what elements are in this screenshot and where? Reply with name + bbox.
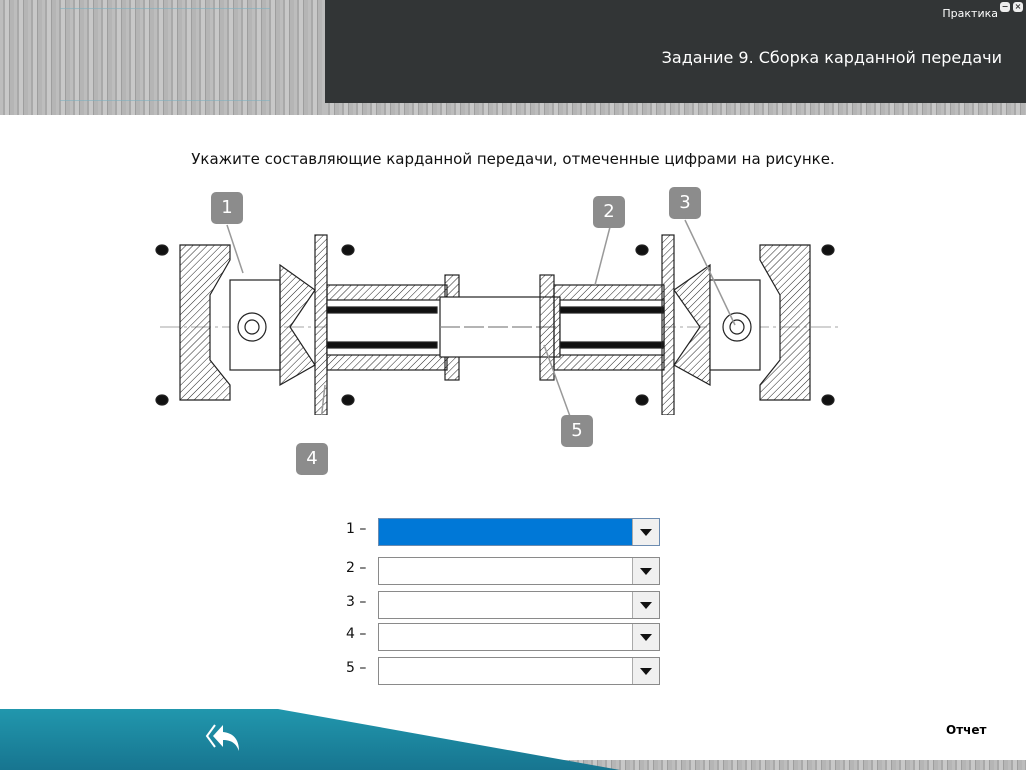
footer: Отчет [0,709,1026,770]
header-strip [325,103,1026,115]
answer-select-5[interactable] [378,657,660,685]
window-label: Практика [942,7,998,20]
close-icon[interactable]: × [1013,2,1023,12]
answer-select-1[interactable] [378,518,660,546]
page-title: Задание 9. Сборка карданной передачи [661,48,1002,67]
answer-select-3[interactable] [378,591,660,619]
answer-select-2[interactable] [378,557,660,585]
cardan-shaft-drawing [155,219,840,415]
back-arrow-icon[interactable] [205,723,243,753]
answer-row-3: 3 – [346,591,666,619]
callout-3: 3 [669,187,701,219]
chevron-down-icon[interactable] [632,624,659,650]
chevron-down-icon[interactable] [632,519,659,545]
answer-label: 1 – [346,521,367,537]
question-text: Укажите составляющие карданной передачи,… [191,150,835,168]
header-decor [0,0,325,115]
answer-row-2: 2 – [346,557,666,585]
answer-label: 3 – [346,594,367,610]
callout-5: 5 [561,415,593,447]
report-button[interactable]: Отчет [946,723,987,737]
answer-select-4[interactable] [378,623,660,651]
callout-4: 4 [296,443,328,475]
answer-row-5: 5 – [346,657,666,685]
answer-row-4: 4 – [346,623,666,651]
callout-1: 1 [211,192,243,224]
answer-label: 2 – [346,560,367,576]
answer-row-1: 1 – [346,518,666,546]
header-bar: Практика − × Задание 9. Сборка карданной… [325,0,1026,103]
callout-2: 2 [593,196,625,228]
minimize-icon[interactable]: − [1000,2,1010,12]
chevron-down-icon[interactable] [632,592,659,618]
chevron-down-icon[interactable] [632,658,659,684]
answer-label: 5 – [346,660,367,676]
chevron-down-icon[interactable] [632,558,659,584]
answer-label: 4 – [346,626,367,642]
